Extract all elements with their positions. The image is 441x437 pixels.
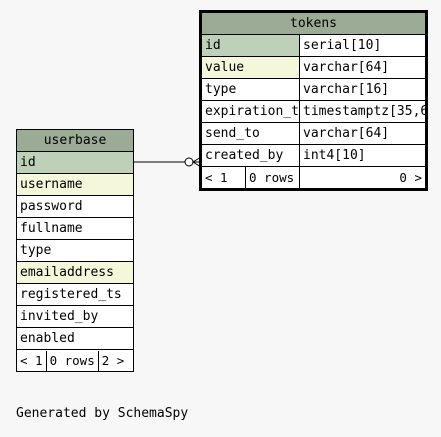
crowfoot-upper [192, 156, 202, 163]
tokens-type-id: serial[10] [299, 34, 426, 57]
userbase-column-password[interactable]: password [16, 195, 134, 218]
tokens-type-value: varchar[64] [299, 56, 426, 79]
userbase-column-invited_by[interactable]: invited_by [16, 305, 134, 328]
tokens-column-type[interactable]: type [201, 78, 300, 101]
tokens-nav-next[interactable]: 0 > [299, 166, 426, 189]
tokens-column-expiration_ts[interactable]: expiration_ts [201, 100, 300, 123]
userbase-column-emailaddress[interactable]: emailaddress [16, 261, 134, 284]
userbase-column-registered_ts[interactable]: registered_ts [16, 283, 134, 306]
userbase-column-username[interactable]: username [16, 173, 134, 196]
userbase-nav-prev[interactable]: < 1 [17, 350, 47, 371]
userbase-title[interactable]: userbase [16, 129, 134, 152]
generated-by-footer: Generated by SchemaSpy [16, 406, 189, 421]
tokens-column-send_to[interactable]: send_to [201, 122, 300, 145]
optional-marker [184, 157, 194, 167]
userbase-nav-rows[interactable]: 0 rows [46, 350, 99, 371]
tokens-title[interactable]: tokens [201, 12, 426, 35]
tokens-type-expiration_ts: timestamptz[35,6] [299, 100, 426, 123]
userbase-column-id[interactable]: id [16, 151, 134, 174]
userbase-column-fullname[interactable]: fullname [16, 217, 134, 240]
userbase-column-enabled[interactable]: enabled [16, 327, 134, 350]
userbase-nav-next[interactable]: 2 > [101, 353, 125, 368]
tokens-column-value[interactable]: value [201, 56, 300, 79]
tokens-nav-prev[interactable]: < 1 [201, 166, 246, 189]
tokens-column-id[interactable]: id [201, 34, 300, 57]
tokens-column-created_by[interactable]: created_by [201, 144, 300, 167]
tokens-nav-rows[interactable]: 0 rows [245, 166, 300, 189]
tokens-type-created_by: int4[10] [299, 144, 426, 167]
tokens-type-type: varchar[16] [299, 78, 426, 101]
userbase-column-type[interactable]: type [16, 239, 134, 262]
tokens-type-send_to: varchar[64] [299, 122, 426, 145]
crowfoot-lower [192, 161, 202, 168]
